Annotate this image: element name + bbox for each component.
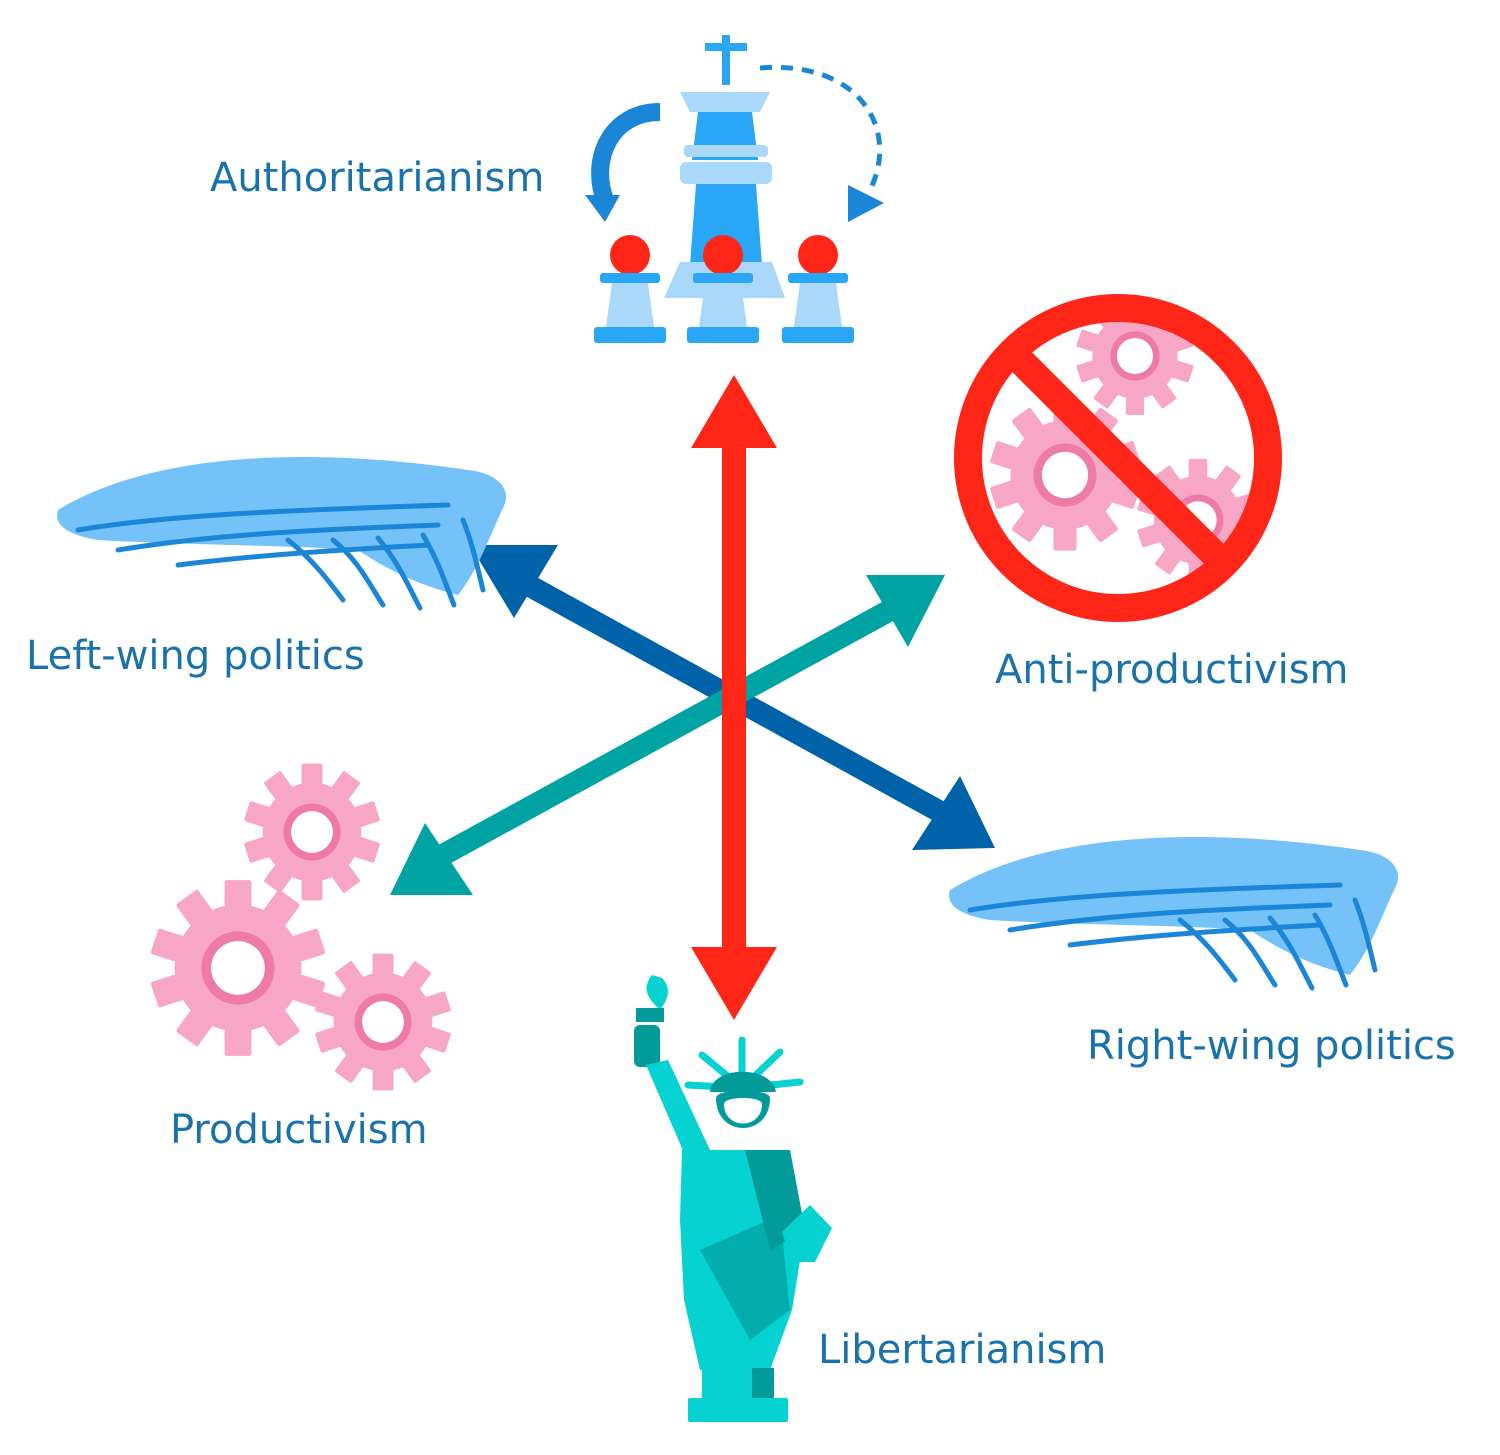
statue-of-liberty-icon — [634, 975, 832, 1422]
wing-right-icon — [949, 837, 1398, 988]
gears-icon — [150, 763, 452, 1091]
label-left-wing-politics: Left-wing politics — [26, 633, 365, 679]
label-productivism: Productivism — [170, 1107, 428, 1153]
wing-left-icon — [57, 457, 506, 608]
axis-productivism — [390, 575, 945, 895]
axis-authoritarian-libertarian — [691, 375, 777, 1020]
prohibited-gears-icon — [954, 294, 1282, 622]
label-authoritarianism: Authoritarianism — [210, 155, 545, 201]
chess-king-pawns-icon — [585, 35, 884, 343]
label-libertarianism: Libertarianism — [818, 1327, 1107, 1373]
label-anti-productivism: Anti-productivism — [995, 647, 1349, 693]
label-right-wing-politics: Right-wing politics — [1087, 1023, 1456, 1069]
